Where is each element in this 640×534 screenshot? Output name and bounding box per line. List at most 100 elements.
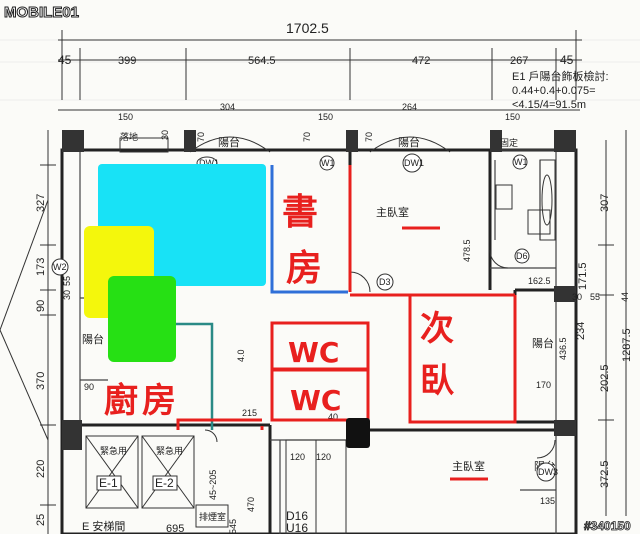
dim-top-5: 267 xyxy=(510,55,528,67)
balcony-label-3: 陽台 xyxy=(82,332,104,346)
dim-right-4: 234 xyxy=(575,322,587,340)
study-outline xyxy=(270,165,348,294)
dim-top-6: 45 xyxy=(560,53,574,67)
balcony-label-1: 陽台 xyxy=(218,135,240,149)
note-line-3: <4.15/4=91.5m xyxy=(512,99,586,111)
dim-inner-8: 162.5 xyxy=(528,276,551,286)
dim-inner-6: 90 xyxy=(84,382,94,392)
u16-label: U16 xyxy=(286,521,308,534)
tag-w2: W2 xyxy=(53,262,67,272)
dim-inner-3: 70 xyxy=(302,132,312,142)
dim-inner-2: 70 xyxy=(196,132,206,142)
dim-inner-12: 30 xyxy=(62,290,72,300)
elevator-2-label: E-2 xyxy=(155,476,174,490)
dim-upper-3: 150 xyxy=(318,112,333,122)
dim-inner-22: 695 xyxy=(166,523,184,534)
dim-inner-4: 70 xyxy=(364,132,374,142)
fixed-label: 固定 xyxy=(500,137,518,148)
stair-label: E 安梯間 xyxy=(82,519,125,533)
post-id: #340150 xyxy=(584,519,631,533)
dim-right-2: 171.5 xyxy=(577,262,589,290)
bathroom-fixtures xyxy=(495,159,556,241)
kitchen-outline xyxy=(176,322,214,430)
dim-right-6: 202.5 xyxy=(599,364,611,392)
columns xyxy=(62,130,576,450)
tag-w1a: W1 xyxy=(321,158,335,168)
elevator-1-label: E-1 xyxy=(99,476,118,490)
second-bedroom-annotation-1: 次 xyxy=(420,309,454,349)
d16-label: D16 xyxy=(286,509,308,523)
wc-1-annotation: WC xyxy=(288,336,339,369)
dim-inner-10: 135 xyxy=(540,496,555,506)
second-bedroom-annotation-2: 臥 xyxy=(420,361,454,401)
tag-dw3: DW3 xyxy=(538,467,558,477)
dim-top-1: 45 xyxy=(58,53,72,67)
master-bedroom-label: 主臥室 xyxy=(376,205,409,219)
tag-d6: D6 xyxy=(516,251,528,261)
green-overlay xyxy=(108,276,176,362)
dim-inner-15: 55 xyxy=(590,292,600,302)
door-swings xyxy=(204,249,556,459)
dim-left-2: 173 xyxy=(35,258,47,276)
red-outlines xyxy=(176,165,517,430)
dim-upper-4: 264 xyxy=(402,102,417,112)
tags xyxy=(51,153,556,482)
wc-2-annotation: WC xyxy=(290,384,341,417)
ventilation-label: 排煙室 xyxy=(199,511,226,522)
overall-width: 1702.5 xyxy=(286,20,329,36)
post-id-bg xyxy=(580,516,640,534)
lift-area xyxy=(85,435,347,534)
elevator-2-box xyxy=(152,475,178,491)
mobile01-logo: MOBILE01 xyxy=(4,4,79,21)
dim-inner-21: 40 xyxy=(328,412,338,422)
tag-dw1a: DW1 xyxy=(199,158,219,168)
dim-inner-5: 4.0 xyxy=(236,349,246,362)
dim-right-3: 44 xyxy=(620,292,630,302)
dim-upper-2: 304 xyxy=(220,102,235,112)
right-dimension-lines xyxy=(598,130,627,534)
logo-bg xyxy=(0,0,124,22)
black-mark xyxy=(346,418,370,448)
lift-note-1: 緊急用 xyxy=(100,445,127,456)
dim-inner-9: 478.5 xyxy=(462,239,472,262)
top-dimension-lines xyxy=(58,30,582,111)
balcony-label-4: 陽台 xyxy=(532,336,554,350)
dim-inner-16: 45~205 xyxy=(208,470,218,500)
dim-inner-1: 30 xyxy=(160,130,170,140)
dim-right-7: 1287.5 xyxy=(621,328,633,362)
dim-right-5: 436.5 xyxy=(558,337,568,360)
dim-top-3: 564.5 xyxy=(248,55,276,67)
dim-inner-18: 120 xyxy=(316,452,331,462)
dim-left-6: 25 xyxy=(35,514,47,526)
tag-w1b: W1 xyxy=(514,157,528,167)
dim-top-4: 472 xyxy=(412,55,430,67)
dim-inner-20: 545 xyxy=(228,519,238,534)
balcony-label-2: 陽台 xyxy=(398,135,420,149)
study-annotation-2: 房 xyxy=(286,248,322,289)
left-dimension-lines xyxy=(0,130,56,534)
dim-right-1: 307 xyxy=(599,194,611,212)
glass-door-label: 落地 xyxy=(120,131,138,142)
dim-inner-7: 170 xyxy=(536,380,551,390)
lift-note-2: 緊急用 xyxy=(156,445,183,456)
dim-left-1: 327 xyxy=(35,194,47,212)
kitchen-annotation-1: 廚 xyxy=(104,381,138,421)
balcony-top-right xyxy=(369,136,451,153)
dim-inner-14: 30 xyxy=(572,292,582,302)
dim-upper-5: 150 xyxy=(505,112,520,122)
note-line-1: E1 戶陽台飾板檢討: xyxy=(512,69,609,83)
elevator-1-box xyxy=(96,475,122,491)
dim-inner-19: 470 xyxy=(246,497,256,512)
dim-inner-17: 120 xyxy=(290,452,305,462)
dim-upper-1: 150 xyxy=(118,112,133,122)
note-line-2: 0.44+0.4+0.075= xyxy=(512,85,596,97)
tag-d3: D3 xyxy=(379,277,391,287)
dim-inner-11: 215 xyxy=(242,408,257,418)
tag-dw1b: DW1 xyxy=(404,158,424,168)
dim-left-5: 220 xyxy=(35,460,47,478)
dim-left-3: 90 xyxy=(35,300,47,312)
dim-left-4: 370 xyxy=(35,372,47,390)
study-annotation-1: 書 xyxy=(282,192,318,233)
master-bedroom-2-label: 主臥室 xyxy=(452,459,485,473)
